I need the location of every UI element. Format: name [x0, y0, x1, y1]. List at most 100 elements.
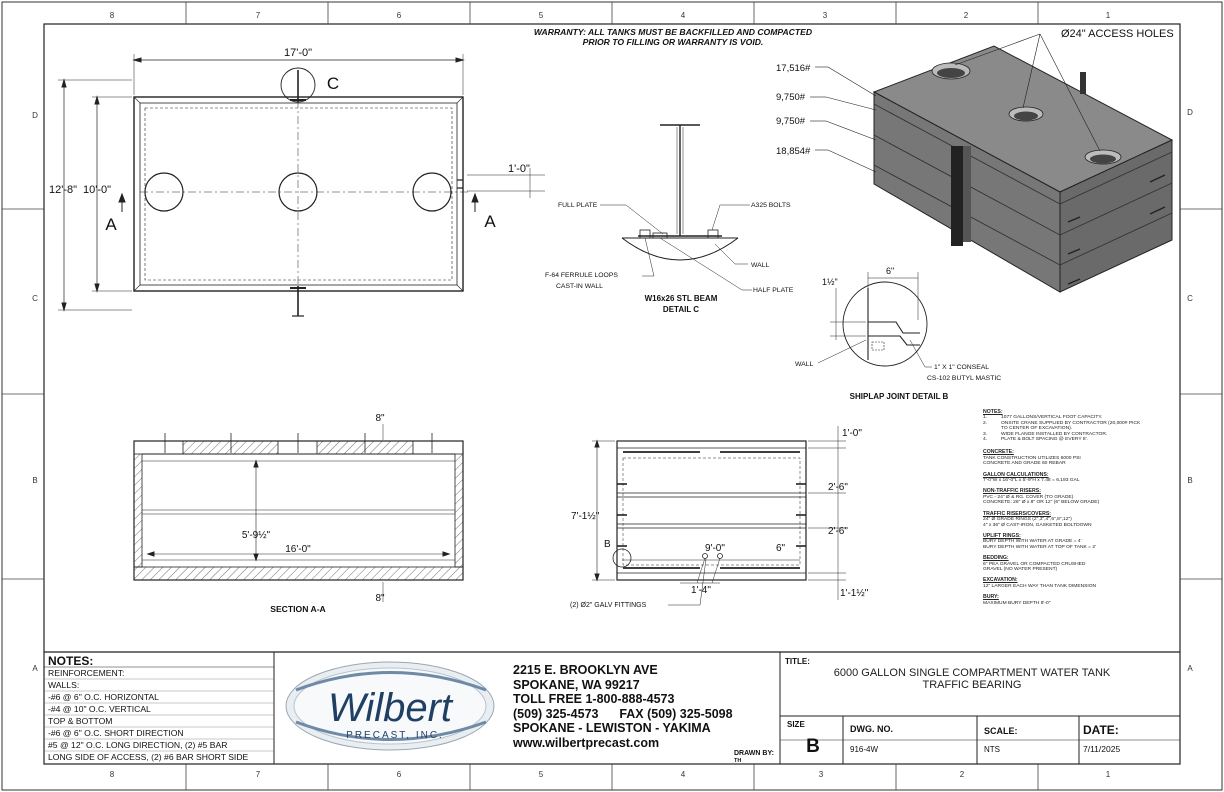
bedding-note: 6" PEA GRAVEL OR COMPACTED CRUSHED — [983, 561, 1086, 567]
elevation-dim-3: 2'-6" — [828, 526, 848, 537]
section-title: SECTION A-A — [270, 604, 326, 614]
border-letter: D — [32, 111, 38, 120]
shiplap-dim-w: 6" — [886, 266, 894, 276]
scale-label: SCALE: — [984, 726, 1018, 736]
border-num: 8 — [110, 770, 115, 779]
border-letter: B — [32, 476, 37, 485]
title-label: TITLE: — [785, 657, 810, 666]
border-num: 5 — [539, 770, 544, 779]
border-numbers: 8 7 6 5 4 3 2 1 8 7 6 5 4 3 2 1 D C B A … — [32, 11, 1193, 779]
drawing-title-2: TRAFFIC BEARING — [922, 679, 1021, 691]
dwg-no-value: 916-4W — [850, 745, 878, 754]
border-num: 8 — [110, 11, 115, 20]
reinforcement-note: -#6 @ 6" O.C. SHORT DIRECTION — [48, 728, 184, 738]
elevation-fittings: (2) Ø2" GALV FITTINGS — [570, 602, 647, 609]
border-num: 1 — [1106, 11, 1111, 20]
dwg-no-label: DWG. NO. — [850, 724, 893, 734]
warranty-line-1: WARRANTY: ALL TANKS MUST BE BACKFILLED A… — [534, 27, 812, 37]
border-num: 4 — [681, 11, 686, 20]
border-num: 7 — [256, 11, 261, 20]
reinforcement-note: WALLS: — [48, 680, 80, 690]
uplift-note: BURY DEPTH WITH WATER AT TOP OF TANK = 2… — [983, 544, 1097, 550]
excavation-note: 12" LARGER EACH WAY THAN TANK DIMENSION — [983, 583, 1097, 589]
section-aa — [133, 424, 464, 602]
spec-note-num: 3. — [983, 431, 988, 437]
company-address: 2215 E. BROOKLYN AVE SPOKANE, WA 99217 T… — [513, 663, 733, 751]
date-value: 7/11/2025 — [1083, 744, 1120, 754]
tank-isometric — [810, 33, 1174, 293]
border-letter: B — [1187, 476, 1192, 485]
border-letter: D — [1187, 108, 1193, 117]
elevation-height: 7'-1½" — [571, 511, 600, 522]
elevation-width: 9'-0" — [705, 543, 725, 554]
company-website[interactable]: www.wilbertprecast.com — [513, 735, 660, 750]
border-num: 7 — [256, 770, 261, 779]
drawing-title-1: 6000 GALLON SINGLE COMPARTMENT WATER TAN… — [834, 667, 1111, 679]
detail-c-half-plate: HALF PLATE — [753, 287, 794, 294]
spec-note-num: 1. — [983, 415, 988, 421]
border-letter: C — [32, 294, 38, 303]
bury-note: MAXIMUM BURY DEPTH 8'-0" — [983, 600, 1051, 606]
scale-value: NTS — [984, 745, 1000, 754]
iso-weight-4: 18,854# — [776, 146, 811, 157]
reinforcement-note: LONG SIDE OF ACCESS, (2) #6 BAR SHORT SI… — [48, 752, 249, 762]
iso-access-holes: Ø24" ACCESS HOLES — [1061, 28, 1174, 40]
elevation-detail-b-mark: B — [604, 539, 611, 550]
wilbert-logo: Wilbert PRECAST, INC. — [285, 661, 495, 751]
detail-c-subtitle: DETAIL C — [663, 305, 699, 314]
elevation-dim-4: 1'-1½" — [840, 588, 869, 599]
bedding-heading: BEDDING: — [983, 555, 1009, 562]
drawn-by-label: DRAWN BY: — [734, 750, 774, 757]
nontraffic-heading: NON-TRAFFIC RISERS: — [983, 488, 1041, 495]
section-length: 16'-0" — [285, 544, 311, 555]
border-num: 2 — [960, 770, 965, 779]
border-num: 4 — [681, 770, 686, 779]
iso-weight-2: 9,750# — [776, 92, 806, 103]
section-height: 5'-9½" — [242, 530, 271, 541]
border-num: 1 — [1106, 770, 1111, 779]
size-value: B — [806, 736, 820, 757]
plan-width-outer-dim: 12'-8" — [49, 184, 77, 196]
address-line: TOLL FREE 1-800-888-4573 — [513, 692, 675, 707]
spec-note: ONSITE CRANE SUPPLIED BY CONTRACTOR (20,… — [1001, 420, 1141, 426]
shiplap-detail — [817, 272, 932, 368]
detail-c-ferrule-1: F-64 FERRULE LOOPS — [545, 272, 618, 279]
address-line: 2215 E. BROOKLYN AVE — [513, 663, 658, 677]
excavation-heading: EXCAVATION: — [983, 577, 1018, 584]
elevation-dim-2: 2'-6" — [828, 482, 848, 493]
border-letter: A — [1187, 664, 1193, 673]
drawn-by-value: TH — [734, 758, 741, 764]
section-mark-right: A — [484, 212, 496, 231]
detail-c-full-plate: FULL PLATE — [558, 202, 598, 209]
border-num: 3 — [823, 11, 828, 20]
spec-notes-heading: NOTES: — [983, 409, 1003, 415]
plan-view — [58, 54, 545, 317]
title-block — [44, 651, 1180, 764]
spec-note: 1077 GALLONS/VERTICAL FOOT CAPACITY. — [1001, 415, 1103, 421]
section-top-thickness: 8" — [375, 413, 385, 424]
border-num: 6 — [397, 11, 402, 20]
elevation-dim-1: 1'-0" — [842, 428, 862, 439]
spec-note-num: 4. — [983, 437, 988, 443]
border-num: 6 — [397, 770, 402, 779]
border-letter: A — [32, 664, 38, 673]
spec-notes: NOTES: 1. 1077 GALLONS/VERTICAL FOOT CAPA… — [983, 409, 1141, 606]
plan-length-dim: 17'-0" — [284, 47, 312, 59]
address-line: SPOKANE - LEWISTON - YAKIMA — [513, 721, 711, 736]
spec-note: TO CENTER OF EXCAVATION). — [1001, 426, 1073, 432]
reinforcement-note: -#4 @ 10" O.C. VERTICAL — [48, 704, 151, 714]
traffic-heading: TRAFFIC RISERS/COVERS: — [983, 510, 1052, 517]
spec-note: PLATE & BOLT SPACING @ EVERY 8'. — [1001, 437, 1088, 443]
end-elevation — [592, 426, 846, 606]
section-bottom-thickness: 8" — [375, 593, 385, 604]
uplift-heading: UPLIFT RINGS: — [983, 532, 1021, 539]
warranty-line-2: PRIOR TO FILLING OR WARRANTY IS VOID. — [583, 37, 764, 47]
elevation-dim-7: 1'-4" — [691, 585, 711, 596]
spec-note-num: 2. — [983, 420, 988, 426]
address-line: SPOKANE, WA 99217 — [513, 677, 640, 692]
section-mark-left: A — [105, 215, 117, 234]
detail-c-mark: C — [327, 74, 339, 93]
shiplap-title: SHIPLAP JOINT DETAIL B — [850, 392, 949, 401]
concrete-note: CONCRETE AND GRADE 60 REBAR — [983, 461, 1066, 467]
